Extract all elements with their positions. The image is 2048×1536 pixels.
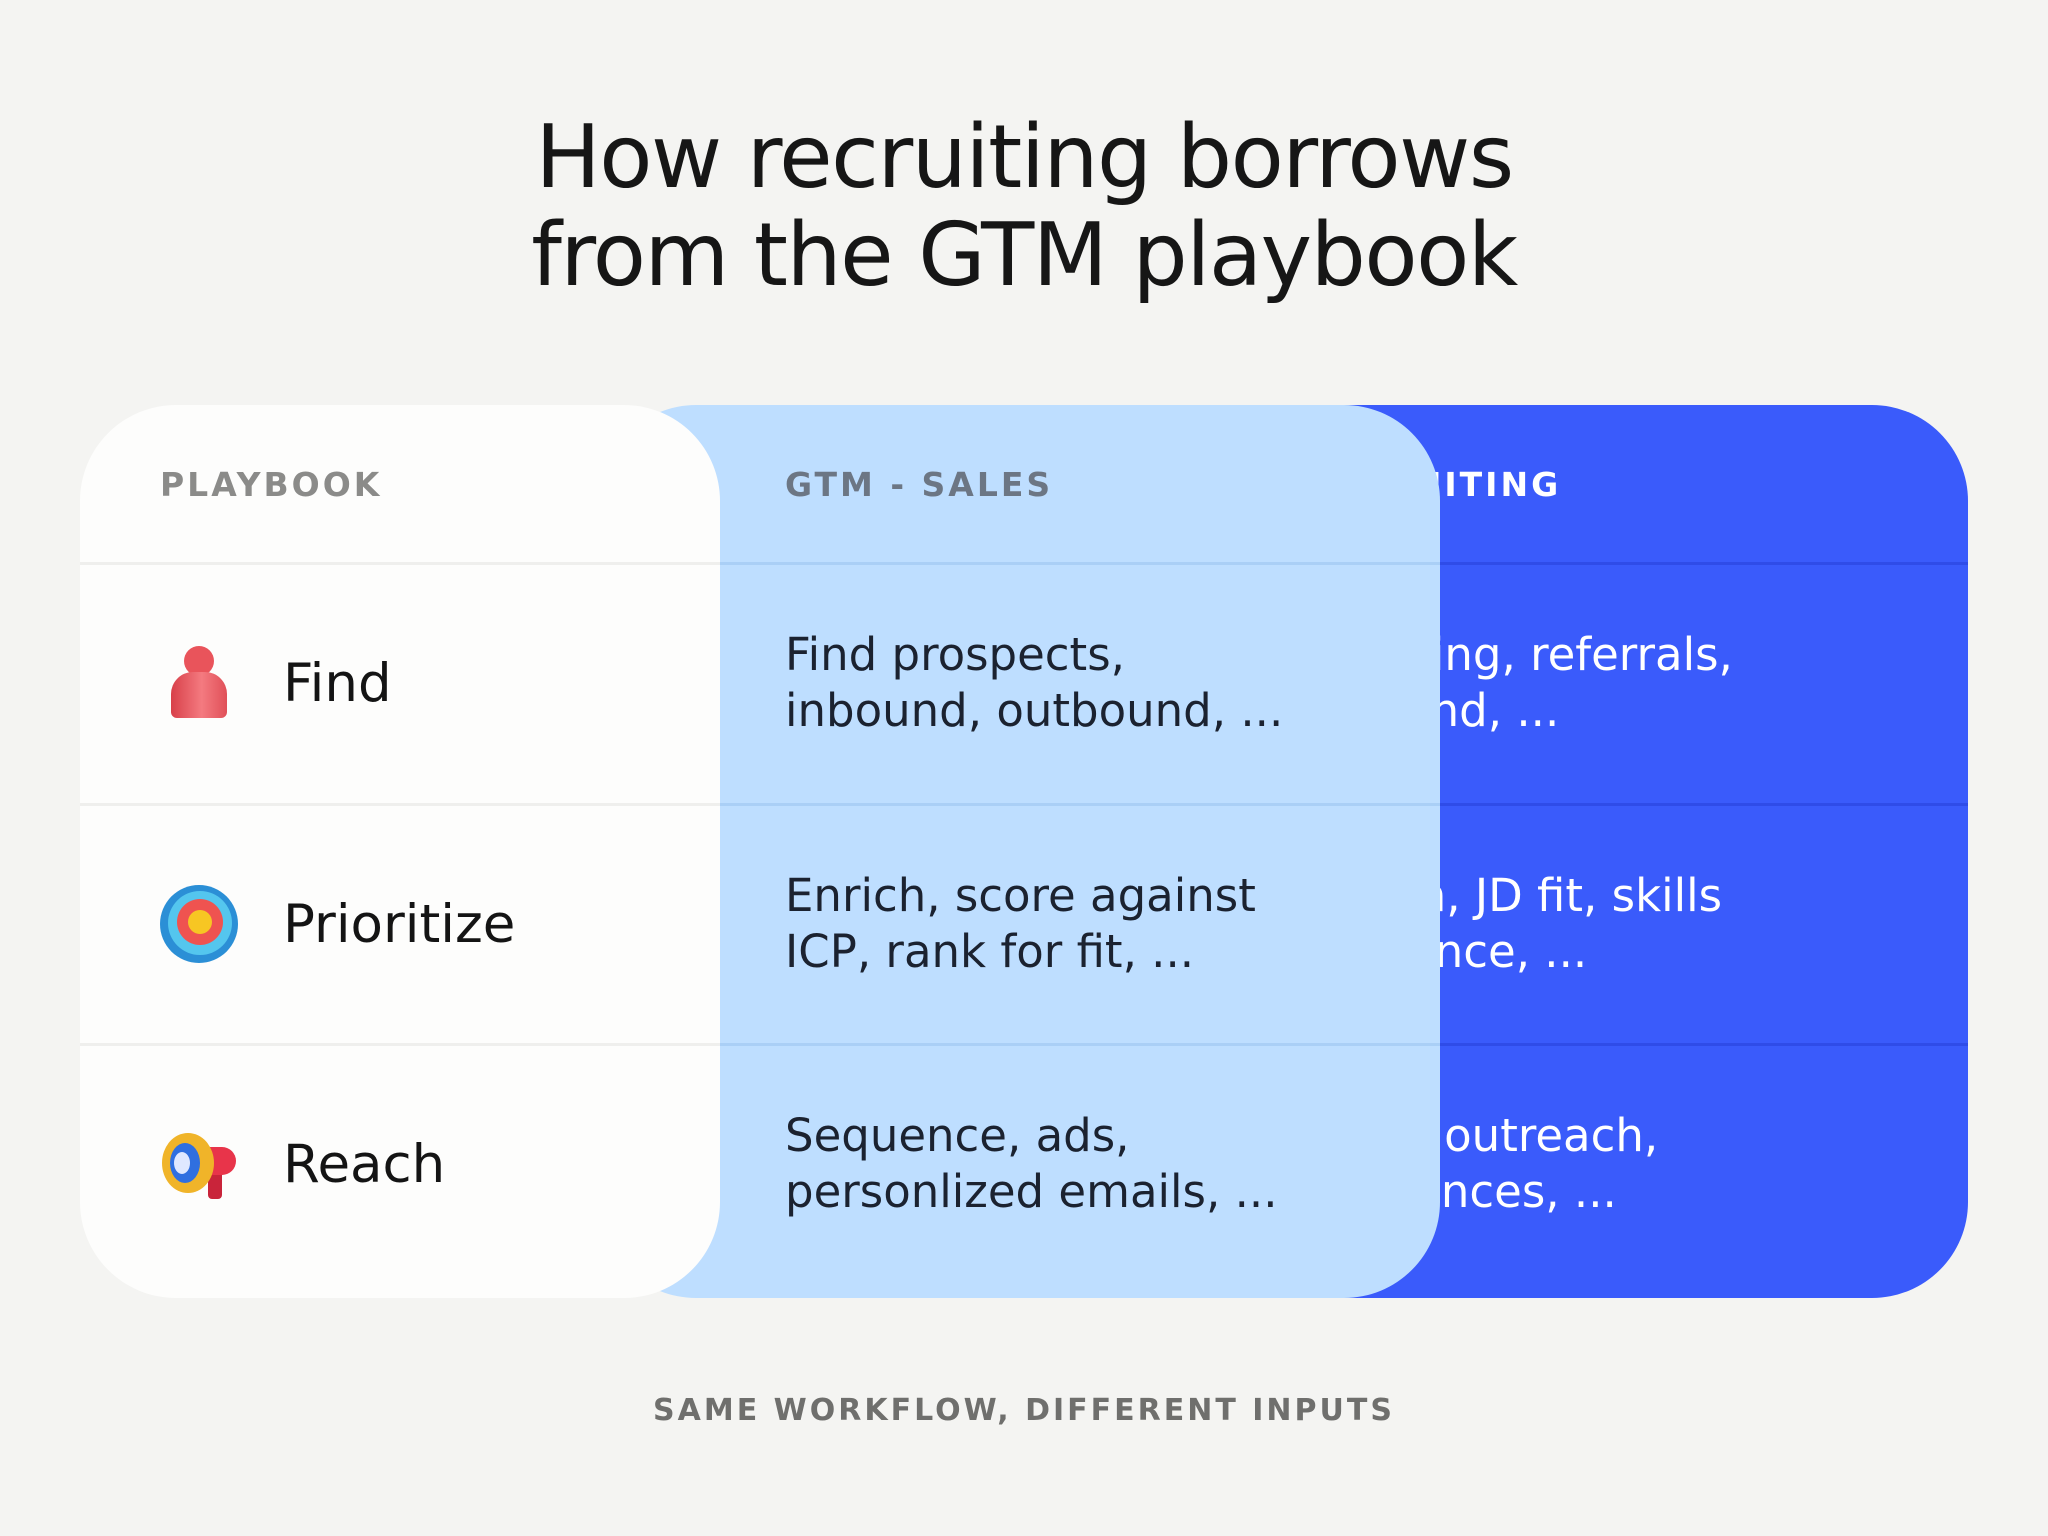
page-title-line-1: How recruiting borrows [535,106,1514,208]
row-divider [80,562,720,565]
row-divider [720,1043,1440,1046]
playbook-row-find: Find [160,638,392,728]
cell-line: inbound, outbound, ... [785,684,1284,737]
cell-line: ICP, rank for fit, ... [785,925,1195,978]
row-divider [1120,1043,1968,1046]
footer-caption: SAME WORKFLOW, DIFFERENT INPUTS [653,1393,1395,1428]
megaphone-icon [160,1125,238,1203]
playbook-row-prioritize: Prioritize [160,879,515,969]
playbook-label-reach: Reach [283,1133,446,1195]
person-icon [160,644,238,722]
playbook-label-find: Find [283,652,392,714]
page-title-line-2: from the GTM playbook [531,204,1518,306]
row-divider [1120,562,1968,565]
playbook-column: PLAYBOOK Find Prioritize Reach [80,405,720,1298]
cell-line: Find prospects, [785,628,1125,681]
cell-line: Enrich, score against [785,869,1256,922]
row-divider [80,1043,720,1046]
row-divider [1120,803,1968,806]
cell-line: personlized emails, ... [785,1165,1278,1218]
cell-line: Sequence, ads, [785,1109,1130,1162]
gtm-cell-prioritize: Enrich, score against ICP, rank for fit,… [785,868,1256,980]
gtm-sales-column: GTM - SALES Find prospects, inbound, out… [600,405,1440,1298]
playbook-label-prioritize: Prioritize [283,893,516,955]
page-title: How recruiting borrows from the GTM play… [0,108,2048,304]
playbook-column-header: PLAYBOOK [160,465,383,504]
playbook-row-reach: Reach [160,1119,445,1209]
row-divider [720,803,1440,806]
row-divider [80,803,720,806]
gtm-cell-reach: Sequence, ads, personlized emails, ... [785,1108,1278,1220]
row-divider [720,562,1440,565]
comparison-table: RECRUITING Sourcing, referrals, inbound,… [80,405,1968,1298]
gtm-cell-find: Find prospects, inbound, outbound, ... [785,627,1283,739]
target-icon [160,885,238,963]
gtm-sales-column-header: GTM - SALES [785,465,1054,504]
